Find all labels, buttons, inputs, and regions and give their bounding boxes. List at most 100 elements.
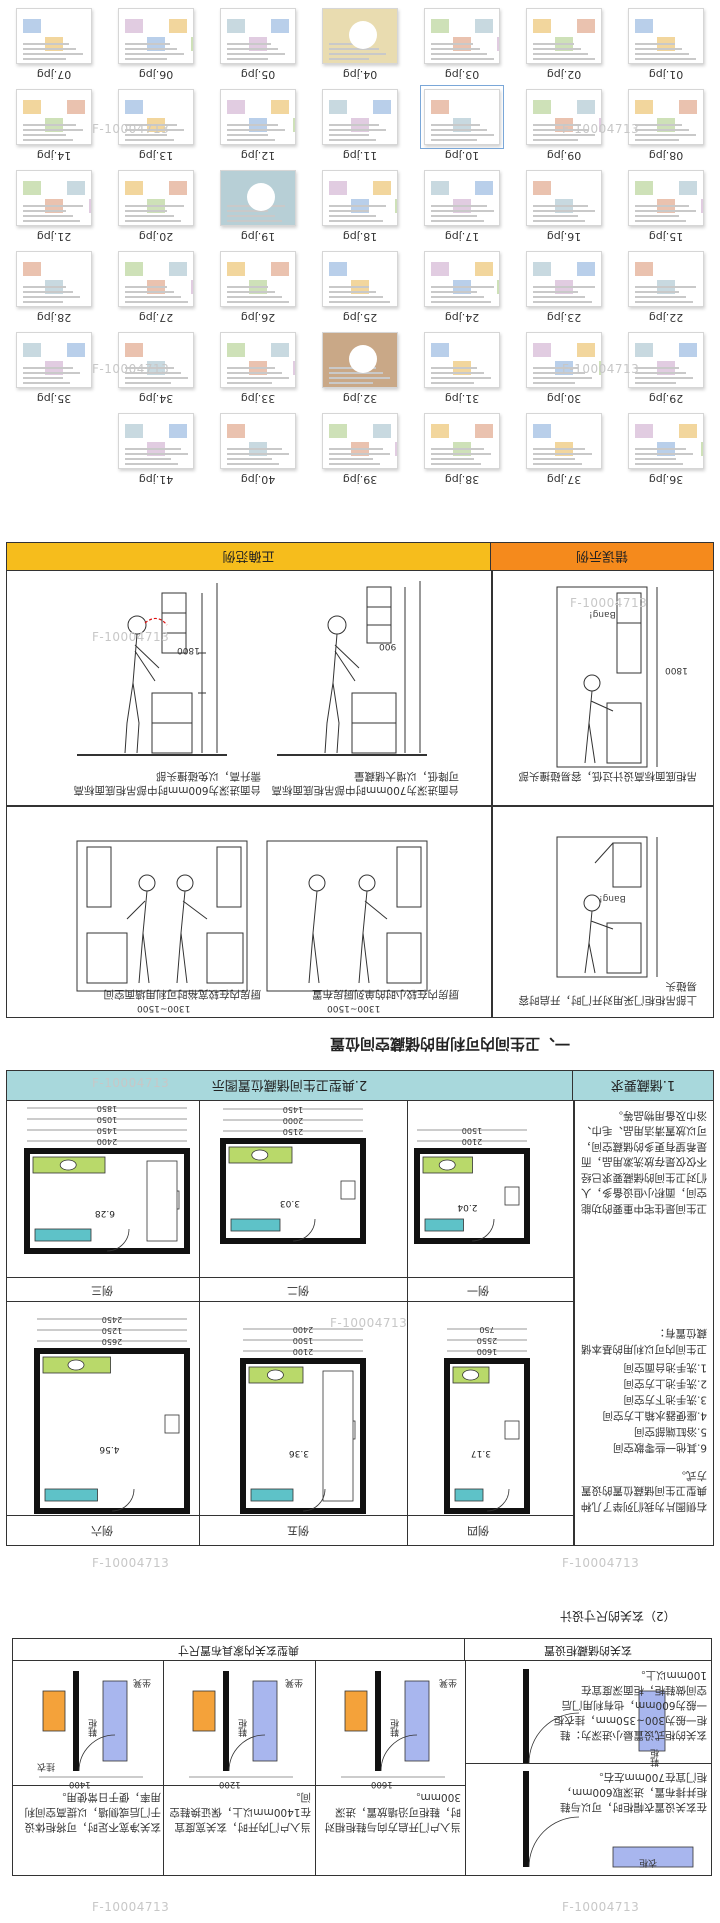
thumbnail-image[interactable]: [16, 332, 92, 388]
thumbnail-preview-block: [329, 424, 347, 438]
thumbnail-item[interactable]: 21.jpg: [4, 166, 104, 248]
thumbnail-item[interactable]: 32.jpg: [310, 328, 410, 410]
thumbnail-image[interactable]: [220, 8, 296, 64]
thumbnail-item[interactable]: 09.jpg: [514, 85, 614, 167]
thumbnail-item[interactable]: 35.jpg: [4, 328, 104, 410]
thumbnail-image[interactable]: [628, 8, 704, 64]
thumbnail-preview-line: [125, 372, 181, 374]
thumbnail-item[interactable]: 28.jpg: [4, 247, 104, 329]
thumbnail-item[interactable]: 26.jpg: [208, 247, 308, 329]
thumbnail-item[interactable]: 33.jpg: [208, 328, 308, 410]
thumbnail-image[interactable]: [220, 251, 296, 307]
thumbnail-item[interactable]: 05.jpg: [208, 4, 308, 86]
thumbnail-image[interactable]: [16, 8, 92, 64]
thumbnail-preview-block: [89, 199, 91, 213]
thumbnail-item[interactable]: 19.jpg: [208, 166, 308, 248]
thumbnail-item[interactable]: 22.jpg: [616, 247, 716, 329]
thumbnail-item[interactable]: 13.jpg: [106, 85, 206, 167]
thumbnail-image[interactable]: [16, 251, 92, 307]
thumbnail-image[interactable]: [322, 251, 398, 307]
thumbnail-preview-block: [271, 100, 289, 114]
thumbnail-image[interactable]: [628, 89, 704, 145]
thumbnail-image[interactable]: [118, 413, 194, 469]
thumbnail-image[interactable]: [628, 251, 704, 307]
thumbnail-image[interactable]: [526, 251, 602, 307]
plan-toilet: [340, 1180, 356, 1200]
watermark: F-10004713: [562, 122, 640, 136]
thumbnail-item[interactable]: 24.jpg: [412, 247, 512, 329]
thumbnail-label: 10.jpg: [444, 149, 480, 162]
thumbnail-image[interactable]: [322, 8, 398, 64]
thumbnail-image[interactable]: [526, 8, 602, 64]
plan-door-swing: [486, 1488, 510, 1512]
thumbnail-item[interactable]: 34.jpg: [106, 328, 206, 410]
thumbnail-image[interactable]: [424, 251, 500, 307]
thumbnail-image[interactable]: [322, 332, 398, 388]
thumbnail-item[interactable]: 39.jpg: [310, 409, 410, 491]
thumbnail-item[interactable]: 07.jpg: [4, 4, 104, 86]
thumbnail-item[interactable]: 25.jpg: [310, 247, 410, 329]
thumbnail-item[interactable]: 15.jpg: [616, 166, 716, 248]
thumbnail-item[interactable]: 37.jpg: [514, 409, 614, 491]
thumbnail-preview-block: [169, 181, 187, 195]
thumbnail-image[interactable]: [424, 170, 500, 226]
thumbnail-image[interactable]: [322, 413, 398, 469]
thumbnail-item[interactable]: 06.jpg: [106, 4, 206, 86]
thumbnail-image[interactable]: [420, 85, 504, 149]
thumbnail-image[interactable]: [220, 170, 296, 226]
thumbnail-image[interactable]: [424, 332, 500, 388]
thumbnail-item[interactable]: 23.jpg: [514, 247, 614, 329]
thumbnail-image[interactable]: [118, 332, 194, 388]
thumbnail-item[interactable]: 14.jpg: [4, 85, 104, 167]
thumbnail-image[interactable]: [628, 332, 704, 388]
thumbnail-item[interactable]: 41.jpg: [106, 409, 206, 491]
thumbnail-preview-line: [125, 291, 174, 293]
thumbnail-image[interactable]: [118, 89, 194, 145]
thumbnail-image[interactable]: [628, 413, 704, 469]
thumbnail-image[interactable]: [628, 170, 704, 226]
thumbnail-item[interactable]: 08.jpg: [616, 85, 716, 167]
thumbnail-item[interactable]: 11.jpg: [310, 85, 410, 167]
thumbnail-item[interactable]: 31.jpg: [412, 328, 512, 410]
thumbnail-image[interactable]: [16, 89, 92, 145]
thumbnail-preview-line: [431, 220, 484, 222]
thumbnail-item[interactable]: 02.jpg: [514, 4, 614, 86]
thumbnail-image[interactable]: [322, 170, 398, 226]
dim-label: 1300~1500: [327, 1003, 381, 1013]
thumbnail-image[interactable]: [526, 413, 602, 469]
thumbnail-image[interactable]: [526, 170, 602, 226]
thumbnail-item[interactable]: 18.jpg: [310, 166, 410, 248]
thumbnail-preview-line: [533, 291, 578, 293]
requirement-list-item: 3.洗手池下方空间: [623, 1393, 707, 1406]
thumbnail-image[interactable]: [526, 89, 602, 145]
thumbnail-image[interactable]: [220, 413, 296, 469]
thumbnail-image[interactable]: [118, 8, 194, 64]
thumbnail-image[interactable]: [424, 8, 500, 64]
thumbnail-image[interactable]: [526, 332, 602, 388]
thumbnail-image[interactable]: [118, 170, 194, 226]
thumbnail-item[interactable]: 17.jpg: [412, 166, 512, 248]
thumbnail-item[interactable]: 16.jpg: [514, 166, 614, 248]
thumbnail-image[interactable]: [424, 413, 500, 469]
thumbnail-preview-line: [227, 458, 272, 460]
thumbnail-item[interactable]: 38.jpg: [412, 409, 512, 491]
thumbnail-item[interactable]: 27.jpg: [106, 247, 206, 329]
thumbnail-item[interactable]: 03.jpg: [412, 4, 512, 86]
thumbnail-item[interactable]: 12.jpg: [208, 85, 308, 167]
thumbnail-image[interactable]: [16, 170, 92, 226]
thumbnail-item[interactable]: 04.jpg: [310, 4, 410, 86]
thumbnail-item[interactable]: 40.jpg: [208, 409, 308, 491]
thumbnail-item[interactable]: 01.jpg: [616, 4, 716, 86]
thumbnail-image[interactable]: [220, 89, 296, 145]
plan-bathtub: [322, 1370, 354, 1502]
thumbnail-image[interactable]: [118, 251, 194, 307]
thumbnail-image[interactable]: [220, 332, 296, 388]
thumbnail-item[interactable]: 10.jpg: [412, 85, 512, 167]
thumbnail-preview-line: [23, 124, 76, 126]
thumbnail-image[interactable]: [322, 89, 398, 145]
thumbnail-item[interactable]: 36.jpg: [616, 409, 716, 491]
thumbnail-item[interactable]: 20.jpg: [106, 166, 206, 248]
thumbnail-preview-line: [533, 301, 592, 303]
thumbnail-item[interactable]: 29.jpg: [616, 328, 716, 410]
thumbnail-item[interactable]: 30.jpg: [514, 328, 614, 410]
